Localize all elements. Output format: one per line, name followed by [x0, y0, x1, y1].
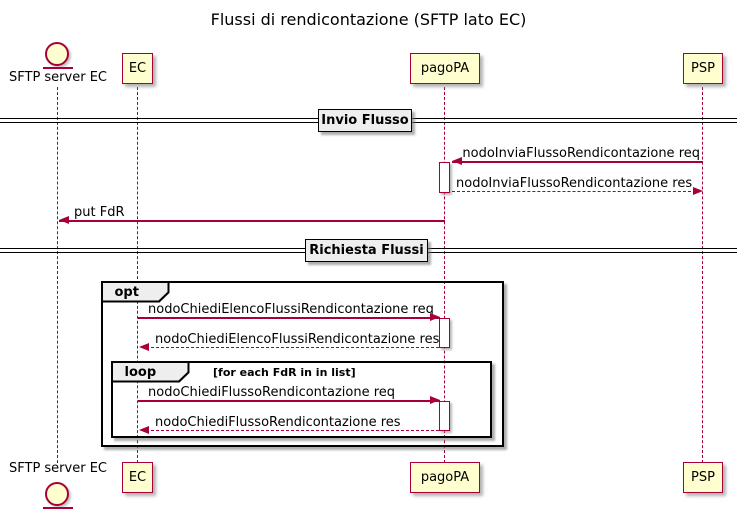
- arrowhead-right-icon: [430, 313, 440, 321]
- message-label: nodoChiediElencoFlussiRendicontazione re…: [155, 332, 440, 347]
- arrowhead-left-icon: [59, 216, 69, 224]
- lifeline-psp: [702, 87, 703, 463]
- entity-icon-bar: [43, 507, 73, 509]
- lifeline-pagopa: [444, 87, 445, 463]
- message-label: nodoChiediFlussoRendicontazione res: [155, 415, 401, 430]
- lifeline-sftp-server-ec: [57, 87, 58, 463]
- participant-ec-bottom: EC: [122, 462, 153, 493]
- activation-pagopa: [439, 162, 450, 193]
- participant-ec-top: EC: [122, 53, 153, 84]
- arrowhead-right-icon: [693, 187, 703, 195]
- participant-pagopa-bottom: pagoPA: [410, 462, 480, 493]
- activation-pagopa: [439, 318, 450, 348]
- fragment-opt-operator: opt: [114, 284, 139, 300]
- arrowhead-left-icon: [139, 426, 149, 434]
- entity-icon: [45, 42, 69, 66]
- message-label: put FdR: [74, 205, 125, 220]
- message-line-dashed: [452, 191, 696, 192]
- message-label: nodoChiediElencoFlussiRendicontazione re…: [148, 302, 434, 317]
- message-line-dashed: [146, 347, 439, 348]
- fragment-opt: opt: [101, 281, 504, 447]
- fragment-loop-condition: [for each FdR in in list]: [213, 366, 356, 379]
- diagram-title: Flussi di rendicontazione (SFTP lato EC): [210, 10, 527, 29]
- participant-psp-bottom: PSP: [683, 462, 723, 493]
- arrowhead-left-icon: [452, 157, 462, 165]
- message-line: [138, 400, 440, 402]
- participant-sftp-bottom: SFTP server EC: [9, 461, 107, 476]
- message-line: [452, 161, 703, 163]
- participant-pagopa-top: pagoPA: [410, 53, 480, 84]
- fragment-loop: loop [for each FdR in in list]: [111, 361, 492, 438]
- activation-pagopa: [439, 401, 450, 431]
- message-label: nodoChiediFlussoRendicontazione req: [148, 385, 396, 400]
- divider-richiesta-flussi: Richiesta Flussi: [305, 239, 428, 262]
- message-label: nodoInviaFlussoRendicontazione res: [456, 176, 693, 191]
- message-line: [59, 220, 445, 222]
- fragment-loop-tab: loop: [113, 363, 190, 383]
- arrowhead-right-icon: [430, 396, 440, 404]
- message-label: nodoInviaFlussoRendicontazione req: [462, 146, 700, 161]
- participant-sftp-top: SFTP server EC: [9, 70, 107, 85]
- fragment-loop-operator: loop: [124, 364, 157, 380]
- fragment-opt-tab: opt: [103, 283, 170, 303]
- entity-icon-bar: [43, 67, 73, 69]
- participant-psp-top: PSP: [683, 53, 723, 84]
- arrowhead-left-icon: [139, 343, 149, 351]
- lifeline-ec: [137, 87, 138, 463]
- divider-invio-flusso: Invio Flusso: [318, 109, 412, 132]
- message-line: [138, 317, 440, 319]
- message-line-dashed: [146, 430, 439, 431]
- entity-icon: [45, 482, 69, 506]
